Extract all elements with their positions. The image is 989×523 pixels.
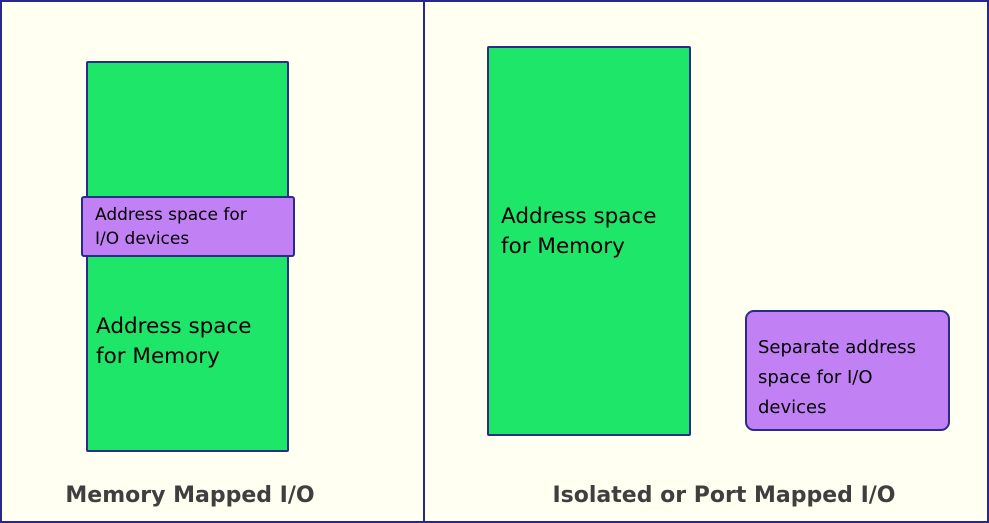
port-mapped-io-box: Separate address space for I/O devices xyxy=(745,310,950,431)
memory-mapped-io-band: Address space for I/O devices xyxy=(81,196,295,257)
port-mapped-io-label: Separate address space for I/O devices xyxy=(758,337,916,418)
panel-divider xyxy=(423,2,425,521)
memory-mapped-memory-label: Address space for Memory xyxy=(96,314,252,369)
port-mapped-memory-box: Address space for Memory xyxy=(487,46,691,436)
memory-mapped-io-label: Address space for I/O devices xyxy=(95,205,247,249)
memory-mapped-title: Memory Mapped I/O xyxy=(65,483,315,508)
port-mapped-memory-label: Address space for Memory xyxy=(501,204,657,259)
port-mapped-title: Isolated or Port Mapped I/O xyxy=(552,483,896,508)
